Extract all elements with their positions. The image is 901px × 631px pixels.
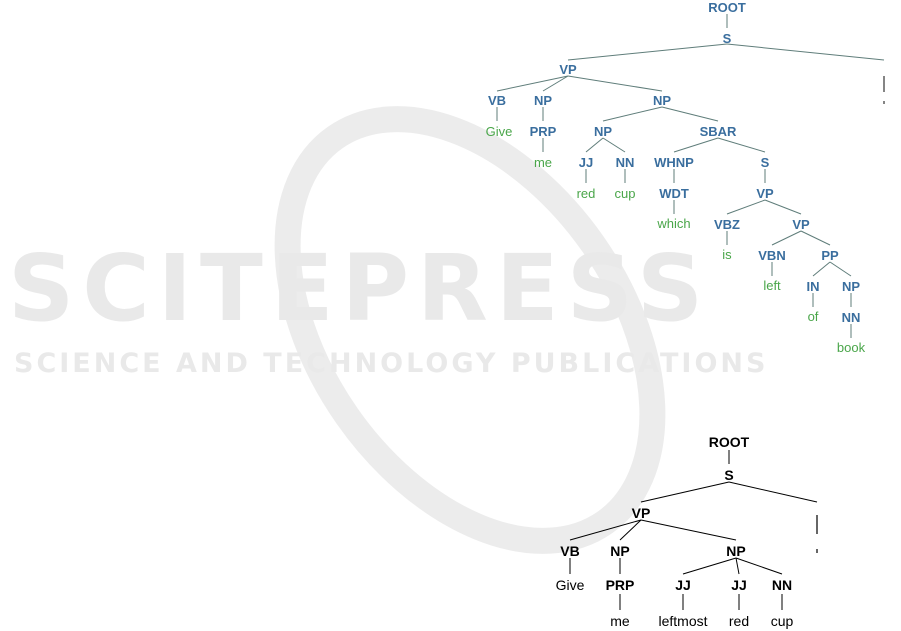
node-vbz: VBZ <box>714 217 740 232</box>
node-vp: VP <box>632 505 651 521</box>
edge <box>568 76 662 91</box>
word-left: left <box>763 278 781 293</box>
word-which: which <box>656 216 690 231</box>
node-wdt: WDT <box>659 186 689 201</box>
word-me: me <box>534 155 552 170</box>
node-whnp: WHNP <box>654 155 694 170</box>
watermark: SCITEPRESS SCIENCE AND TECHNOLOGY PUBLIC… <box>8 51 768 608</box>
node-s: S <box>724 467 733 483</box>
edge <box>813 262 830 276</box>
word-cup: cup <box>615 186 636 201</box>
edge <box>683 558 736 574</box>
watermark-tagline: SCIENCE AND TECHNOLOGY PUBLICATIONS <box>14 348 768 379</box>
node-np: NP <box>534 93 552 108</box>
node-nn: NN <box>772 577 792 593</box>
node-vb: VB <box>560 543 579 559</box>
edge <box>603 107 662 121</box>
node-prp: PRP <box>606 577 635 593</box>
node-np: NP <box>842 279 860 294</box>
node-np: NP <box>653 93 671 108</box>
edge <box>727 44 884 60</box>
edge <box>729 482 817 502</box>
edge <box>641 482 729 502</box>
word-give: Give <box>486 124 513 139</box>
node-vp: VP <box>756 186 774 201</box>
node-jj: JJ <box>579 155 593 170</box>
edge <box>674 138 718 152</box>
node-s: S <box>761 155 770 170</box>
edge <box>727 200 765 214</box>
node-root: ROOT <box>708 0 746 15</box>
word-give: Give <box>556 577 585 593</box>
node-vp: VP <box>792 217 810 232</box>
word-red: red <box>577 186 596 201</box>
edge <box>765 200 801 214</box>
node-pp: PP <box>821 248 839 263</box>
node-root: ROOT <box>709 434 750 450</box>
word-me: me <box>610 613 630 629</box>
node-s: S <box>723 31 732 46</box>
word-cup: cup <box>771 613 794 629</box>
node-nn: NN <box>842 310 861 325</box>
edge <box>603 138 625 152</box>
edge <box>568 44 727 60</box>
edge <box>641 520 736 540</box>
node-vb: VB <box>488 93 506 108</box>
node-prp: PRP <box>530 124 557 139</box>
node-vp: VP <box>559 62 577 77</box>
node-jj: JJ <box>731 577 747 593</box>
word-of: of <box>808 309 819 324</box>
edge <box>830 262 851 276</box>
node-np: NP <box>594 124 612 139</box>
node-in: IN <box>807 279 820 294</box>
node-np: NP <box>726 543 745 559</box>
word-book: book <box>837 340 866 355</box>
node-sbar: SBAR <box>700 124 737 139</box>
word-is: is <box>722 247 732 262</box>
node-vbn: VBN <box>758 248 785 263</box>
word-leftmost: leftmost <box>658 613 707 629</box>
edge <box>497 76 568 91</box>
edge <box>736 558 782 574</box>
edge <box>662 107 718 121</box>
node-jj: JJ <box>675 577 691 593</box>
edge <box>586 138 603 152</box>
edge <box>801 231 830 245</box>
word-red: red <box>729 613 749 629</box>
node-nn: NN <box>616 155 635 170</box>
edge <box>736 558 739 574</box>
edge <box>718 138 765 152</box>
edge <box>772 231 801 245</box>
node-np: NP <box>610 543 629 559</box>
watermark-logo-text: SCITEPRESS <box>8 235 711 342</box>
